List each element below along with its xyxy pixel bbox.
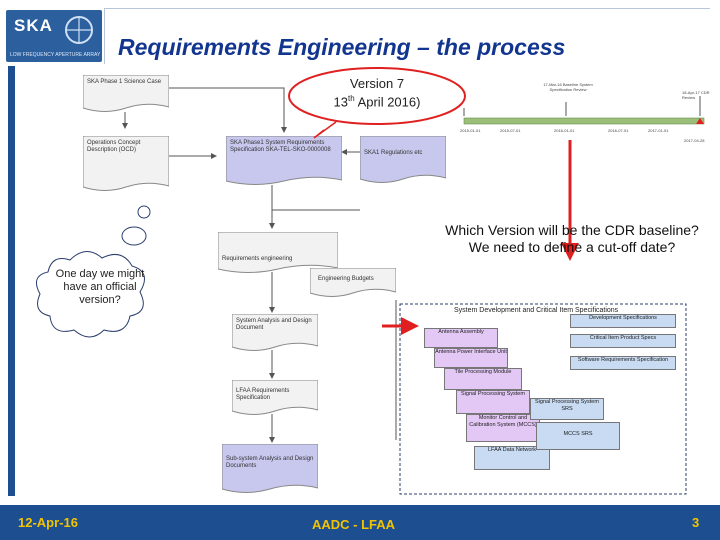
- spec-signal-processing-srs-label: Signal Processing System SRS: [535, 399, 599, 412]
- footer-title: AADC - LFAA: [312, 517, 396, 532]
- logo-text: SKA: [14, 16, 53, 35]
- doc-science-case-label: SKA Phase 1 Science Case: [87, 79, 162, 85]
- timeline-tick-1: 2015-01-01: [460, 128, 481, 133]
- spec-antenna-power: Antenna Power Interface Unit: [434, 348, 508, 368]
- spec-mccs-srs: MCCS SRS: [536, 422, 620, 450]
- doc-requirements-engineering-label: Requirements engineering: [222, 256, 293, 262]
- spec-data-network-label: LFAA Data Network: [488, 447, 536, 453]
- page-number: 3: [692, 515, 700, 530]
- spec-panel-title: System Development and Critical Item Spe…: [454, 307, 619, 314]
- spec-mccs-srs-label: MCCS SRS: [563, 431, 593, 437]
- footer-date: 12-Apr-16: [18, 515, 78, 530]
- doc-regulations: SKA1 Regulations etc: [360, 136, 446, 184]
- doc-requirements-engineering: Requirements engineering: [218, 232, 338, 274]
- spec-critical-item-label: Critical Item Product Specs: [589, 335, 657, 341]
- spec-signal-processing-label: Signal Processing System: [461, 391, 525, 397]
- doc-subsystem-analysis-label: Sub-system Analysis and Design Documents: [226, 456, 314, 469]
- version-month-year: April 2016): [354, 94, 421, 110]
- version-day-suffix: th: [348, 94, 355, 103]
- left-accent-bar: [8, 66, 15, 496]
- logo-subtitle: LOW FREQUENCY APERTURE ARRAY: [10, 52, 101, 58]
- ska-logo: SKA LOW FREQUENCY APERTURE ARRAY: [6, 10, 102, 62]
- spec-antenna-power-label: Antenna Power Interface Unit: [435, 349, 507, 355]
- version-day: 13: [333, 94, 349, 110]
- spec-tile-processing: Tile Processing Module: [444, 368, 522, 390]
- timeline-tick-4: 2016-07-01: [608, 128, 629, 133]
- doc-system-analysis-label: System Analysis and Design Document: [236, 318, 312, 331]
- doc-lfaa-requirements-label: LFAA Requirements Specification: [236, 388, 290, 401]
- spec-development: Development Specifications: [570, 314, 676, 328]
- spec-signal-processing: Signal Processing System: [456, 390, 530, 414]
- doc-system-analysis: System Analysis and Design Document: [232, 314, 318, 352]
- doc-engineering-budgets: Engineering Budgets: [310, 268, 396, 298]
- doc-engineering-budgets-label: Engineering Budgets: [318, 276, 374, 282]
- header-divider-vertical: [104, 8, 105, 64]
- timeline-tick-6: 2017-04-28: [684, 138, 705, 143]
- doc-system-requirements: SKA Phase1 System Requirements Specifica…: [226, 136, 342, 186]
- cdr-baseline-note: Which Version will be the CDR baseline? …: [445, 222, 699, 255]
- spec-critical-item: Critical Item Product Specs: [570, 334, 676, 348]
- spec-signal-processing-srs: Signal Processing System SRS: [530, 398, 604, 420]
- spec-software-req: Software Requirements Specification: [570, 356, 676, 370]
- header-divider: [104, 8, 710, 9]
- spec-antenna-assembly: Antenna Assembly: [424, 328, 498, 348]
- spec-mccs: Monitor Control and Calibration System (…: [466, 414, 540, 442]
- doc-lfaa-requirements: LFAA Requirements Specification: [232, 380, 318, 416]
- footer-bar: [0, 505, 720, 540]
- thought-cloud-shape: [35, 205, 151, 338]
- spec-mccs-label: Monitor Control and Calibration System (…: [469, 415, 537, 428]
- timeline-tick-5: 2017-01-01: [648, 128, 669, 133]
- doc-operations-concept: Operations Concept Description (OCD): [83, 136, 169, 192]
- dish-icon: [65, 16, 93, 44]
- doc-operations-concept-label: Operations Concept Description (OCD): [87, 140, 141, 153]
- doc-science-case: SKA Phase 1 Science Case: [83, 75, 169, 113]
- spec-software-req-label: Software Requirements Specification: [577, 357, 669, 363]
- version-callout-line2: 13th April 2016): [296, 94, 458, 109]
- timeline-tick-3: 2016-01-01: [554, 128, 575, 133]
- thought-cloud-text: One day we might have an official versio…: [55, 268, 145, 306]
- page-title: Requirements Engineering – the process: [118, 34, 566, 60]
- timeline-label-cdr: 18-Apr-17 CDR Review: [682, 90, 710, 100]
- spec-development-label: Development Specifications: [589, 315, 657, 321]
- spec-tile-processing-label: Tile Processing Module: [454, 369, 512, 375]
- doc-regulations-label: SKA1 Regulations etc: [364, 150, 423, 156]
- spec-antenna-assembly-label: Antenna Assembly: [438, 329, 484, 335]
- timeline-chart: 17-Mar-16 Baseline System Specification …: [456, 80, 712, 150]
- version-callout-line1: Version 7: [349, 76, 405, 91]
- timeline-label-baseline: 17-Mar-16 Baseline System Specification …: [543, 82, 593, 92]
- doc-subsystem-analysis: Sub-system Analysis and Design Documents: [222, 444, 318, 494]
- timeline-tick-2: 2015-07-01: [500, 128, 521, 133]
- spec-data-network: LFAA Data Network: [474, 446, 550, 470]
- doc-system-requirements-label: SKA Phase1 System Requirements Specifica…: [230, 140, 331, 153]
- version-callout-shape: [288, 67, 466, 139]
